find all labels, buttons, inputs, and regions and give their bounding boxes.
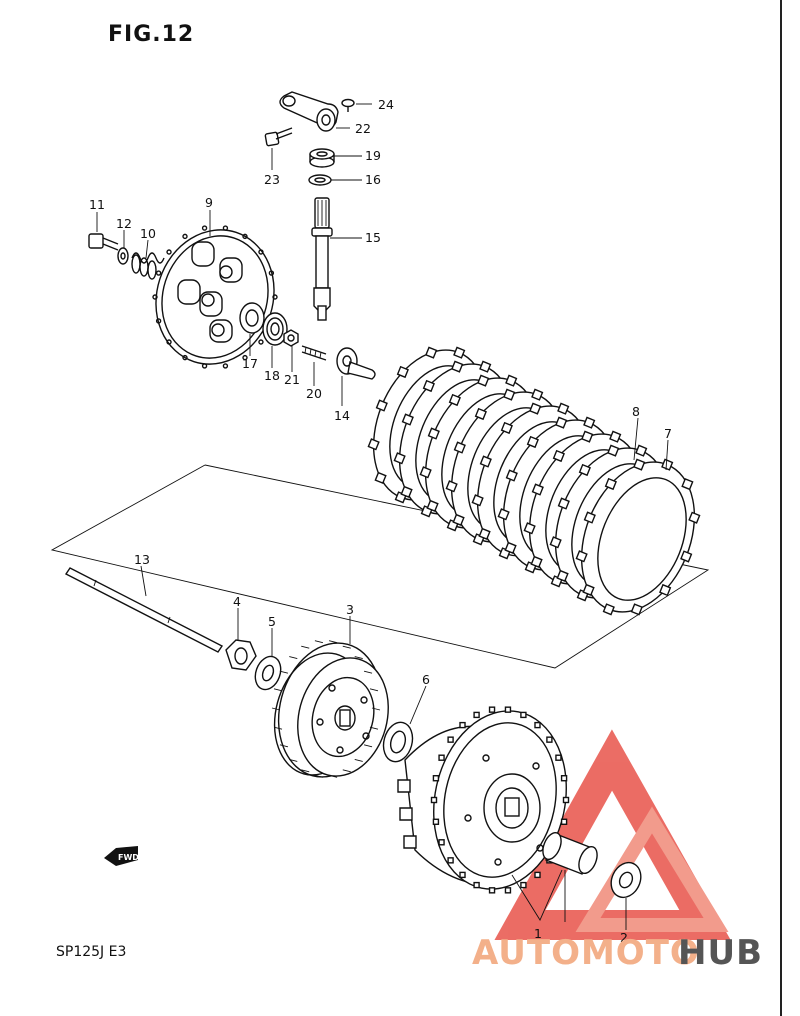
callout-22: 22 bbox=[355, 121, 371, 136]
callout-3: 3 bbox=[346, 602, 354, 617]
callout-24: 24 bbox=[378, 97, 394, 112]
part-6-thrust-washer bbox=[382, 721, 414, 763]
fwd-label: FWD bbox=[118, 853, 139, 862]
callout-15: 15 bbox=[365, 230, 381, 245]
fwd-direction-arrow: FWD bbox=[104, 846, 139, 866]
part-1-spacer bbox=[542, 831, 598, 875]
watermark-text: AUTOMOTO HUB bbox=[472, 933, 763, 973]
part-20-adjuster-screw bbox=[301, 345, 327, 361]
callout-6: 6 bbox=[422, 672, 430, 687]
callout-14: 14 bbox=[334, 408, 350, 423]
part-17-washer bbox=[239, 302, 265, 334]
callout-labels: 24 22 19 23 16 15 11 9 12 10 17 18 21 20… bbox=[89, 97, 672, 945]
callout-11: 11 bbox=[89, 197, 105, 212]
callout-17: 17 bbox=[242, 356, 258, 371]
callout-19: 19 bbox=[365, 148, 381, 163]
part-1-clutch-housing bbox=[397, 706, 570, 894]
callout-5: 5 bbox=[268, 614, 276, 629]
callout-23: 23 bbox=[264, 172, 280, 187]
callout-18: 18 bbox=[264, 368, 280, 383]
part-18-bearing bbox=[262, 312, 288, 346]
callout-1: 1 bbox=[534, 926, 542, 941]
callout-12: 12 bbox=[116, 216, 132, 231]
part-21-nut bbox=[283, 329, 299, 347]
part-12-washer bbox=[117, 247, 129, 265]
part-23-bolt bbox=[264, 127, 293, 147]
leader-lines bbox=[96, 103, 669, 930]
figure-title: FIG.12 bbox=[108, 22, 195, 47]
watermark-text-secondary: HUB bbox=[678, 933, 763, 973]
clutch-plate-stack bbox=[367, 346, 701, 616]
callout-20: 20 bbox=[306, 386, 322, 401]
callout-2: 2 bbox=[620, 930, 628, 945]
callout-8: 8 bbox=[632, 404, 640, 419]
part-2-washer bbox=[610, 861, 642, 899]
part-7-friction-plate bbox=[575, 458, 701, 616]
part-22-release-lever bbox=[279, 91, 339, 132]
part-14-push-piece bbox=[336, 347, 376, 380]
part-9-pressure-plate bbox=[152, 225, 278, 369]
callout-10: 10 bbox=[140, 226, 156, 241]
part-16-washer bbox=[308, 174, 332, 186]
callout-16: 16 bbox=[365, 172, 381, 187]
part-15-release-shaft bbox=[311, 197, 333, 321]
part-4-nut bbox=[225, 639, 257, 671]
callout-21: 21 bbox=[284, 372, 300, 387]
part-13-push-rod bbox=[64, 567, 224, 653]
model-code: SP125J E3 bbox=[56, 944, 127, 960]
callout-9: 9 bbox=[205, 195, 213, 210]
part-10-clutch-spring bbox=[131, 252, 165, 280]
callout-7: 7 bbox=[664, 426, 672, 441]
watermark-text-primary: AUTOMOTO bbox=[472, 933, 700, 973]
part-5-washer bbox=[254, 655, 282, 691]
part-11-bolt bbox=[88, 233, 119, 251]
part-19-oil-seal bbox=[309, 148, 335, 168]
callout-4: 4 bbox=[233, 594, 241, 609]
callout-13: 13 bbox=[134, 552, 150, 567]
part-3-clutch-hub bbox=[271, 640, 389, 778]
part-24-screw bbox=[341, 98, 355, 112]
